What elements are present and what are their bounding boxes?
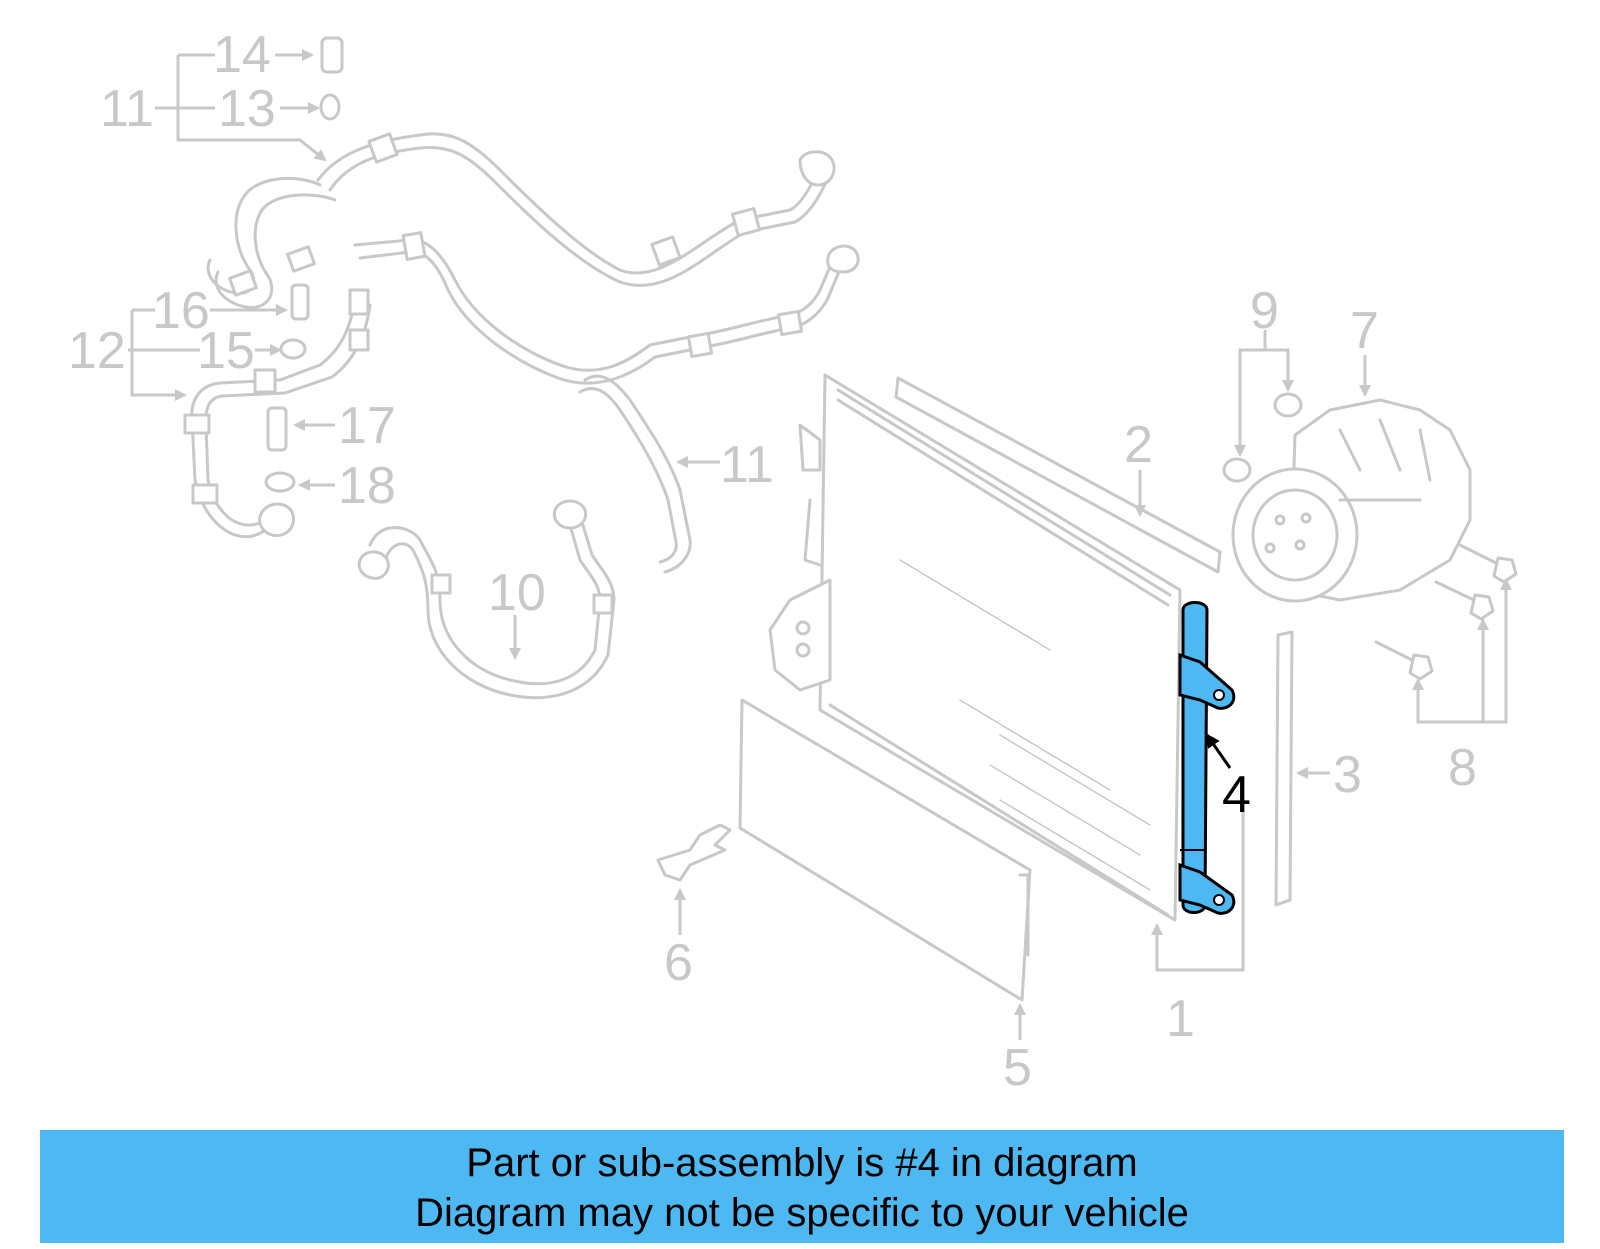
callout-1: 1: [1166, 990, 1195, 1048]
receiver-drier-highlighted: [1178, 601, 1236, 915]
seal-3: [1274, 630, 1294, 907]
bracket-6: [656, 823, 732, 882]
callout-16: 16: [152, 282, 210, 340]
ac-hose-10: [357, 499, 616, 700]
callout-17: 17: [338, 397, 396, 455]
bolts-8: [1374, 543, 1518, 681]
callout-labels: 14 11 13 16 12 15 17 18 10 11 2 9 7 3 8 …: [68, 26, 1477, 1097]
banner-line-1: Part or sub-assembly is #4 in diagram: [466, 1141, 1138, 1185]
callout-7: 7: [1350, 302, 1379, 360]
leader-lines: [128, 49, 1512, 1040]
callout-2: 2: [1124, 416, 1153, 474]
shroud-5: [738, 698, 1032, 1002]
callout-11-mid: 11: [720, 436, 774, 494]
sensor-parts: [264, 36, 344, 493]
banner-line-2: Diagram may not be specific to your vehi…: [415, 1191, 1189, 1235]
compressor: [1231, 398, 1472, 603]
ac-hose-11-middle: [578, 374, 692, 574]
callout-4: 4: [1222, 766, 1251, 824]
callout-18: 18: [338, 457, 396, 515]
callout-13: 13: [218, 80, 276, 138]
callout-8: 8: [1448, 739, 1477, 797]
callout-3: 3: [1333, 746, 1362, 804]
seal-2: [894, 376, 1222, 574]
callout-11-top: 11: [100, 80, 154, 138]
callout-5: 5: [1003, 1039, 1032, 1097]
callout-12: 12: [68, 322, 126, 380]
o-rings-9: [1222, 392, 1303, 483]
ac-hose-upper: [206, 132, 860, 385]
info-banner: Part or sub-assembly is #4 in diagram Di…: [40, 1130, 1564, 1243]
condenser: [768, 373, 1182, 922]
callout-14: 14: [213, 26, 271, 84]
ac-hose-lower: [183, 288, 372, 539]
callout-15: 15: [197, 322, 255, 380]
callout-6: 6: [664, 934, 693, 992]
callout-9: 9: [1250, 282, 1279, 340]
callout-10: 10: [488, 564, 546, 622]
